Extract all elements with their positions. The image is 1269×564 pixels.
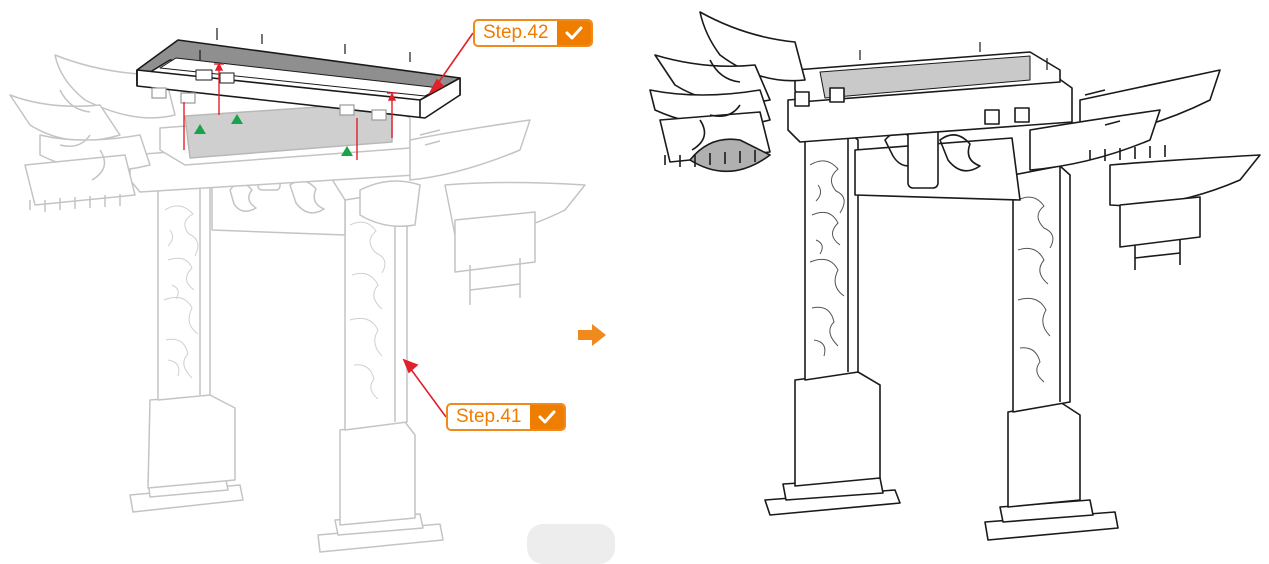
right-roof-wings	[359, 119, 586, 305]
step-42-callout: Step.42	[473, 19, 593, 47]
before-assembly-figure	[9, 54, 586, 553]
green-triangle-icon	[194, 124, 206, 134]
completed-right-cloud-pattern	[1017, 196, 1054, 383]
checkmark-icon	[556, 21, 591, 45]
left-pillar	[129, 171, 244, 513]
step-42-label: Step.42	[483, 22, 549, 43]
connector-blocks	[151, 87, 387, 121]
completed-left-cloud-pattern	[809, 160, 845, 357]
right-pillar-cloud-pattern	[349, 221, 386, 400]
completed-right-roof-wings	[1029, 69, 1261, 270]
after-assembly-figure	[649, 11, 1261, 541]
completed-left-roof-wings	[649, 11, 806, 173]
guide-lines	[183, 62, 397, 160]
completed-right-pillar	[984, 165, 1119, 541]
top-frame-part	[136, 28, 461, 119]
step-41-callout: Step.41	[446, 403, 566, 431]
step-41-label: Step.41	[456, 406, 522, 427]
install-markers	[194, 114, 353, 156]
completed-left-pillar	[764, 131, 901, 516]
left-pillar-cloud-pattern	[163, 205, 199, 379]
checkmark-icon	[529, 405, 564, 429]
floating-action-button[interactable]	[527, 524, 615, 564]
completed-corner-blocks	[794, 87, 1030, 125]
green-triangle-icon	[341, 146, 353, 156]
left-roof-wings	[9, 54, 176, 212]
callout-pointers	[402, 32, 474, 418]
right-pillar	[317, 191, 444, 553]
green-triangle-icon	[231, 114, 243, 124]
right-arrow-icon	[578, 324, 606, 346]
